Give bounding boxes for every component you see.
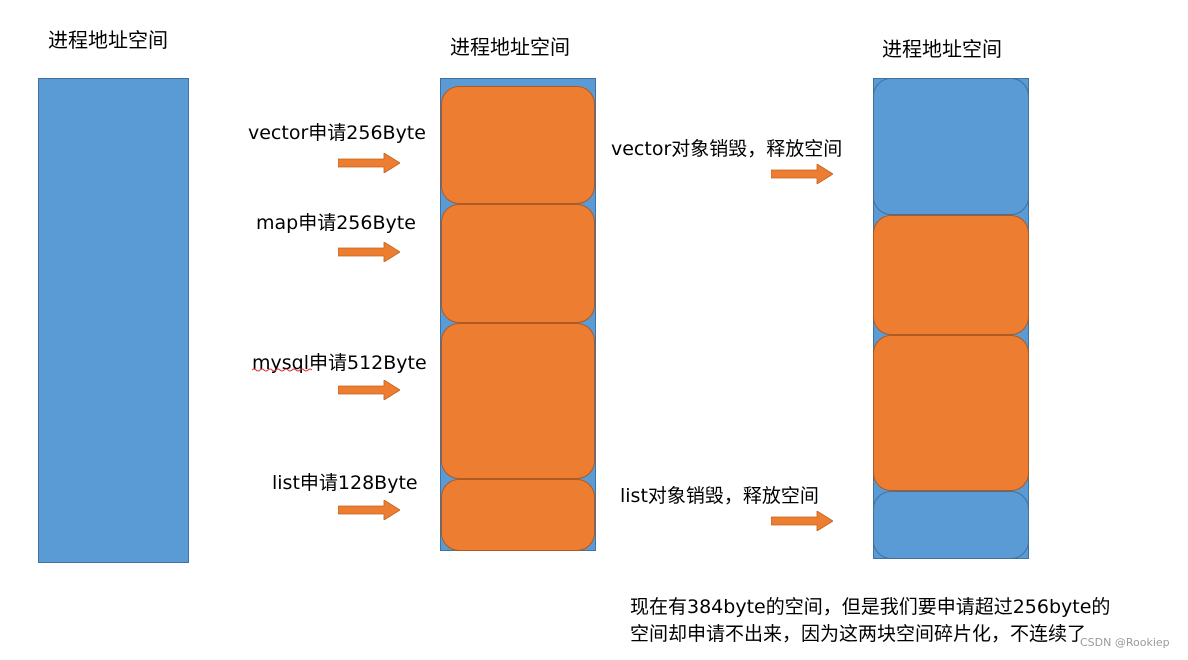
mysql-block-remaining — [873, 335, 1029, 491]
mysql-alloc-label: mysql申请512Byte — [252, 352, 427, 374]
list-alloc-label: list申请128Byte — [272, 472, 418, 494]
map-block-remaining — [873, 215, 1029, 335]
freed-list-block — [873, 491, 1029, 559]
freed-vector-block — [873, 78, 1029, 215]
mysql-block — [441, 323, 595, 479]
vector-free-label: vector对象销毁，释放空间 — [611, 138, 843, 160]
list-block — [441, 479, 595, 551]
map-alloc-label: map申请256Byte — [256, 212, 416, 234]
fragmentation-note-line2: 空间却申请不出来，因为这两块空间碎片化，不连续了 — [630, 623, 1087, 645]
right-column-title: 进程地址空间 — [882, 37, 1002, 61]
list-alloc-arrow-icon — [338, 500, 400, 520]
left-column-title: 进程地址空间 — [48, 28, 168, 52]
vector-block — [441, 86, 595, 204]
empty-address-space — [38, 78, 189, 563]
fragmentation-note-line1: 现在有384byte的空间，但是我们要申请超过256byte的 — [630, 596, 1111, 618]
vector-free-arrow-icon — [771, 164, 833, 184]
vector-alloc-label: vector申请256Byte — [248, 122, 426, 144]
list-free-arrow-icon — [771, 511, 833, 531]
middle-column-title: 进程地址空间 — [450, 35, 570, 59]
spellcheck-underline — [252, 368, 312, 372]
vector-alloc-arrow-icon — [338, 153, 400, 173]
list-free-label: list对象销毁，释放空间 — [620, 485, 819, 507]
watermark: CSDN @Rookiep — [1080, 636, 1170, 649]
map-block — [441, 204, 595, 323]
map-alloc-arrow-icon — [338, 242, 400, 262]
mysql-alloc-arrow-icon — [338, 380, 400, 400]
